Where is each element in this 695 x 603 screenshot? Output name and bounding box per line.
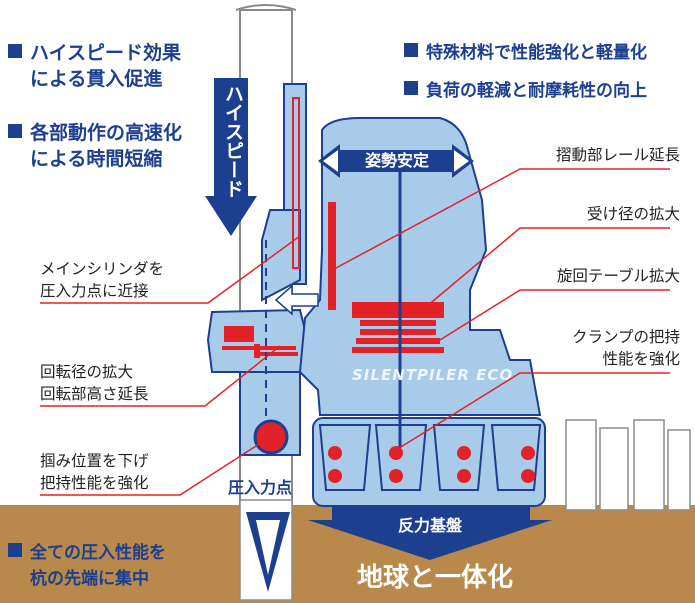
- feature-pile-tip-line2: 杭の先端に集中: [30, 569, 149, 589]
- feature-speedup: 各部動作の高速化 による時間短縮: [8, 120, 182, 172]
- background-piles: [565, 419, 691, 511]
- high-speed-label: ハイスピード: [222, 84, 244, 198]
- feature-high-speed-line2: による貫入促進: [30, 68, 163, 90]
- feature-pile-tip-line1: 全ての圧入性能を: [30, 543, 166, 563]
- press-point-label: 圧入力点: [228, 478, 293, 497]
- feature-speedup-line2: による時間短縮: [30, 148, 163, 170]
- cylinder-arrow: [274, 284, 319, 316]
- bullet-square-icon: [8, 543, 22, 557]
- callout-rotation-line2: 回転部高さ延長: [40, 385, 149, 403]
- callout-main-cylinder-line1: メインシリンダを: [40, 260, 165, 278]
- press-point-triangle: [246, 512, 290, 592]
- stability-arrow: [318, 144, 474, 178]
- bullet-square-icon: [404, 43, 418, 57]
- callout-main-cylinder: メインシリンダを 圧入力点に近接: [40, 258, 164, 302]
- red-components: [222, 97, 444, 358]
- reaction-base-arrow: [308, 506, 552, 560]
- reaction-base-label: 反力基盤: [397, 516, 462, 535]
- bullet-square-icon: [8, 44, 22, 58]
- callout-grip-line2: 把持性能を強化: [40, 474, 149, 492]
- clamp-dots: [328, 446, 535, 483]
- callout-clamp-line2: 性能を強化: [602, 350, 680, 368]
- high-speed-arrow: [205, 78, 257, 236]
- callout-rotation: 回転径の拡大 回転部高さ延長: [40, 361, 149, 405]
- callout-swivel-table: 旋回テーブル拡大: [556, 267, 680, 285]
- callout-receiver: 受け径の拡大: [586, 205, 680, 223]
- machine-logo: SILENTPILER ECO: [352, 366, 514, 384]
- stability-label: 姿勢安定: [364, 151, 429, 170]
- grip-point: [253, 419, 289, 455]
- callout-grip: 掴み位置を下げ 把持性能を強化: [40, 450, 149, 494]
- callout-lines: [40, 168, 670, 496]
- feature-pile-tip: 全ての圧入性能を 杭の先端に集中: [8, 540, 166, 592]
- feature-load: 負荷の軽減と耐摩耗性の向上: [404, 78, 647, 104]
- feature-load-text: 負荷の軽減と耐摩耗性の向上: [426, 81, 647, 101]
- bullet-square-icon: [404, 81, 418, 95]
- callout-grip-line1: 掴み位置を下げ: [40, 452, 149, 470]
- callout-main-cylinder-line2: 圧入力点に近接: [40, 282, 149, 300]
- earth-label: 地球と一体化: [356, 563, 513, 593]
- feature-high-speed-line1: ハイスピード効果: [30, 42, 182, 64]
- feature-materials: 特殊材料で性能強化と軽量化: [404, 40, 647, 66]
- feature-speedup-line1: 各部動作の高速化: [30, 122, 183, 144]
- callout-rotation-line1: 回転径の拡大: [40, 363, 134, 381]
- bullet-square-icon: [8, 124, 22, 138]
- callout-clamp-line1: クランプの把持: [571, 328, 680, 346]
- callout-clamp: クランプの把持 性能を強化: [572, 326, 680, 370]
- feature-materials-text: 特殊材料で性能強化と軽量化: [426, 43, 647, 63]
- callout-slide-rail: 摺動部レール延長: [555, 146, 680, 164]
- feature-high-speed: ハイスピード効果 による貫入促進: [8, 40, 181, 92]
